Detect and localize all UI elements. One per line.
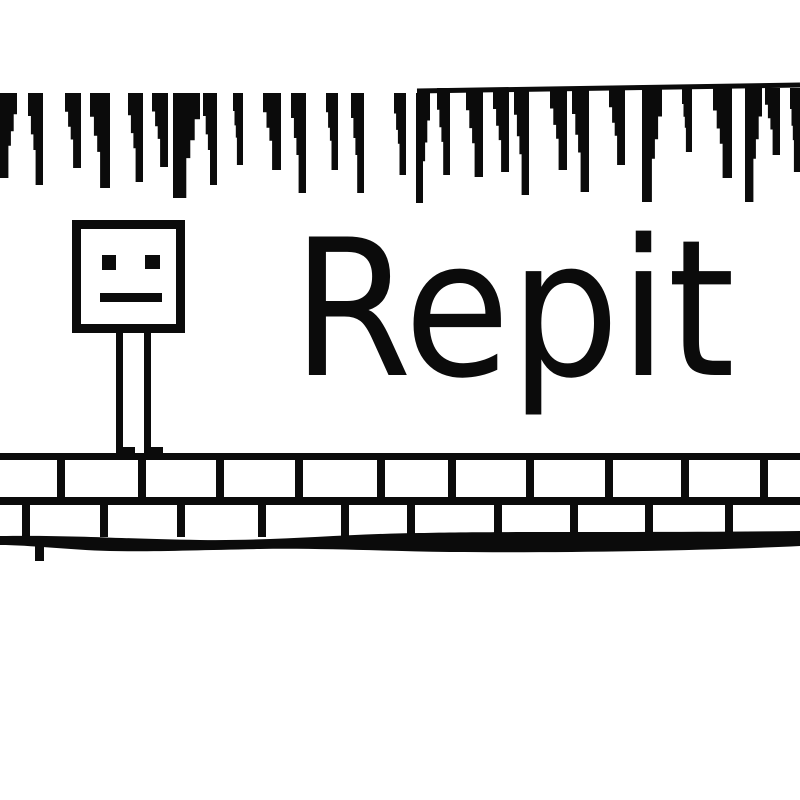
wall-middle-line [0, 497, 800, 505]
player-character [72, 220, 185, 457]
icicle [65, 93, 81, 168]
icicle [493, 88, 509, 172]
icicle [609, 88, 625, 165]
brick-divider [725, 505, 733, 537]
icicle [394, 93, 406, 175]
brick-divider [377, 460, 385, 497]
brick-divider [22, 505, 30, 537]
icicle [713, 88, 732, 178]
icicle [550, 88, 567, 170]
brick-divider [258, 505, 266, 537]
icicle [351, 93, 364, 193]
brick-divider [494, 505, 502, 537]
icicle [326, 93, 338, 170]
brick-divider [605, 460, 613, 497]
brick-divider [448, 460, 456, 497]
icicle [0, 93, 17, 178]
brick-divider [570, 505, 578, 537]
character-head [72, 220, 185, 333]
icicle [203, 93, 217, 185]
brick-divider [138, 460, 146, 497]
game-title: Repit [292, 199, 735, 420]
character-pole-left [116, 333, 123, 457]
character-right-eye [145, 255, 160, 269]
icicle [173, 93, 200, 198]
brick-divider [177, 505, 185, 537]
icicle [128, 93, 143, 182]
wall-bottom-tick [35, 540, 44, 561]
brick-divider [407, 505, 415, 537]
icicle [682, 88, 692, 152]
wall-top-line [0, 453, 800, 460]
icicle [263, 93, 281, 170]
wall-bottom-edge [0, 531, 800, 553]
icicle [765, 88, 780, 155]
brick-divider [526, 460, 534, 497]
icicle [90, 93, 110, 188]
brick-ground [0, 453, 800, 561]
character-left-foot [123, 447, 135, 456]
icicle [466, 88, 483, 177]
icicle [152, 93, 168, 167]
icicle [514, 88, 529, 195]
brick-divider [681, 460, 689, 497]
icicle [291, 93, 306, 193]
icicle [416, 93, 430, 203]
character-right-foot [151, 447, 163, 456]
brick-divider [760, 460, 768, 497]
character-left-eye [102, 255, 116, 270]
brick-divider [100, 505, 108, 537]
brick-divider [341, 505, 349, 537]
icicle [233, 93, 243, 165]
icicle [790, 88, 800, 172]
brick-divider [57, 460, 65, 497]
icicle [745, 88, 762, 202]
character-mouth [100, 293, 162, 302]
icicle [437, 88, 450, 175]
icicles [0, 82, 800, 203]
brick-divider [295, 460, 303, 497]
character-pole-right [144, 333, 151, 457]
brick-divider [645, 505, 653, 537]
icicle [28, 93, 43, 185]
brick-divider [216, 460, 224, 497]
icicle [572, 88, 589, 192]
icicle [642, 88, 662, 202]
